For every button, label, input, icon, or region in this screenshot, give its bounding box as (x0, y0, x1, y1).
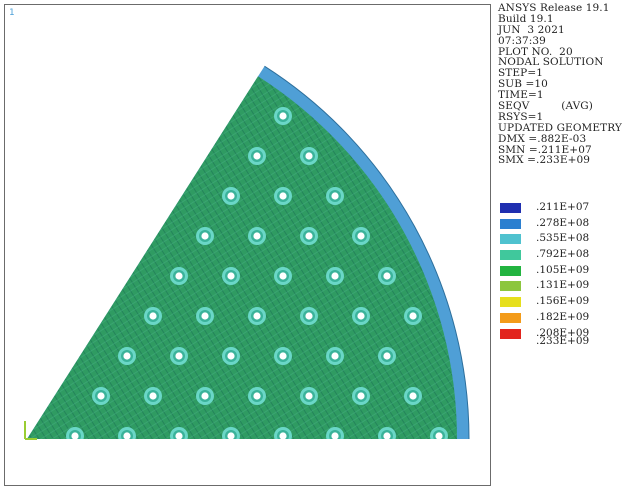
rim-edge-line (264, 65, 470, 440)
hole-center (253, 152, 261, 160)
hole-center (97, 392, 105, 400)
hole-center (253, 232, 261, 240)
hole-center (227, 352, 235, 360)
legend-value: .211E+07 (536, 201, 590, 213)
hole-center (357, 392, 365, 400)
legend-swatch (500, 312, 521, 323)
hole-center (305, 392, 313, 400)
hole-center (149, 392, 157, 400)
hole-center (253, 312, 261, 320)
hole-center (123, 352, 131, 360)
legend-row: .278E+08 (500, 217, 632, 233)
result-item-line: SEQV (AVG) (498, 101, 593, 112)
plot-viewport[interactable]: 1 (4, 4, 491, 486)
legend-value: .156E+09 (536, 295, 590, 308)
hole-center (71, 432, 79, 440)
hole-center (383, 432, 391, 440)
hole-center (331, 272, 339, 280)
legend-swatch (500, 250, 521, 261)
legend-swatch (500, 265, 521, 276)
legend-row: .211E+07 (500, 201, 632, 217)
time-line: TIME=1 (498, 89, 544, 102)
cooling-holes (66, 107, 448, 440)
legend-swatch (500, 281, 521, 292)
result-item-label: SEQV (498, 100, 530, 113)
hole-center (123, 432, 131, 440)
legend-row: .131E+09 (500, 279, 632, 295)
legend-swatch (500, 328, 521, 339)
hole-center (331, 192, 339, 200)
contour-legend: .211E+07 .278E+08 .535E+08 .792E+08 .105… (500, 201, 632, 347)
hole-center (175, 432, 183, 440)
hole-center (383, 272, 391, 280)
release-line: ANSYS Release 19.1 (498, 2, 610, 14)
legend-value: .182E+09 (536, 310, 590, 323)
sector-body (27, 76, 457, 440)
legend-value: .233E+09 (536, 334, 590, 347)
geometry-mode-line: UPDATED GEOMETRY (498, 121, 622, 134)
hole-center (305, 232, 313, 240)
hole-center (279, 352, 287, 360)
hole-center (331, 352, 339, 360)
step-line: STEP=1 (498, 67, 544, 80)
result-averaging-label: (AVG) (561, 100, 593, 113)
origin-marker (24, 421, 37, 440)
hole-center (383, 352, 391, 360)
legend-swatch (500, 234, 521, 245)
legend-swatch (500, 218, 521, 229)
hole-center (409, 392, 417, 400)
hole-center (357, 232, 365, 240)
dmx-line: DMX =.882E-03 (498, 132, 587, 145)
hole-center (305, 312, 313, 320)
hole-center (149, 312, 157, 320)
solution-type-line: NODAL SOLUTION (498, 56, 604, 69)
build-line: Build 19.1 (498, 12, 554, 25)
hole-center (227, 192, 235, 200)
legend-row: .535E+08 (500, 232, 632, 248)
legend-value: .131E+09 (536, 279, 590, 292)
legend-swatch (500, 297, 521, 308)
hole-center (175, 352, 183, 360)
smx-line: SMX =.233E+09 (498, 154, 591, 167)
hole-center (201, 312, 209, 320)
hole-center (175, 272, 183, 280)
stress-contour-plot (24, 65, 470, 440)
legend-row: .105E+09 (500, 264, 632, 280)
hole-center (357, 312, 365, 320)
viewport-window-number: 1 (9, 8, 15, 18)
hole-center (201, 232, 209, 240)
legend-row: .208E+09 .233E+09 (500, 326, 632, 347)
legend-value: .792E+08 (536, 248, 590, 261)
hole-center (279, 432, 287, 440)
hole-center (409, 312, 417, 320)
legend-row: .182E+09 (500, 311, 632, 327)
legend-value: .105E+09 (536, 263, 590, 276)
solution-info-panel: ANSYS Release 19.1 Build 19.1 JUN 3 2021… (498, 3, 632, 166)
hole-center (279, 192, 287, 200)
legend-value: .535E+08 (536, 232, 590, 245)
legend-value: .278E+08 (536, 216, 590, 229)
substep-line: SUB =10 (498, 78, 548, 91)
date-line: JUN 3 2021 (498, 23, 565, 36)
legend-value: .208E+09 (536, 326, 590, 339)
hole-center (279, 272, 287, 280)
hole-center (227, 432, 235, 440)
hole-center (305, 152, 313, 160)
plot-number-line: PLOT NO. 20 (498, 45, 573, 58)
coordinate-system-line: RSYS=1 (498, 110, 544, 123)
legend-row: .792E+08 (500, 248, 632, 264)
hole-center (227, 272, 235, 280)
hole-center (331, 432, 339, 440)
legend-row: .156E+09 (500, 295, 632, 311)
smn-line: SMN =.211E+07 (498, 143, 592, 156)
hole-center (279, 112, 287, 120)
time-of-day-line: 07:37:39 (498, 34, 546, 47)
hole-center (201, 392, 209, 400)
hole-center (435, 432, 443, 440)
hole-center (253, 392, 261, 400)
legend-swatch (500, 203, 521, 213)
